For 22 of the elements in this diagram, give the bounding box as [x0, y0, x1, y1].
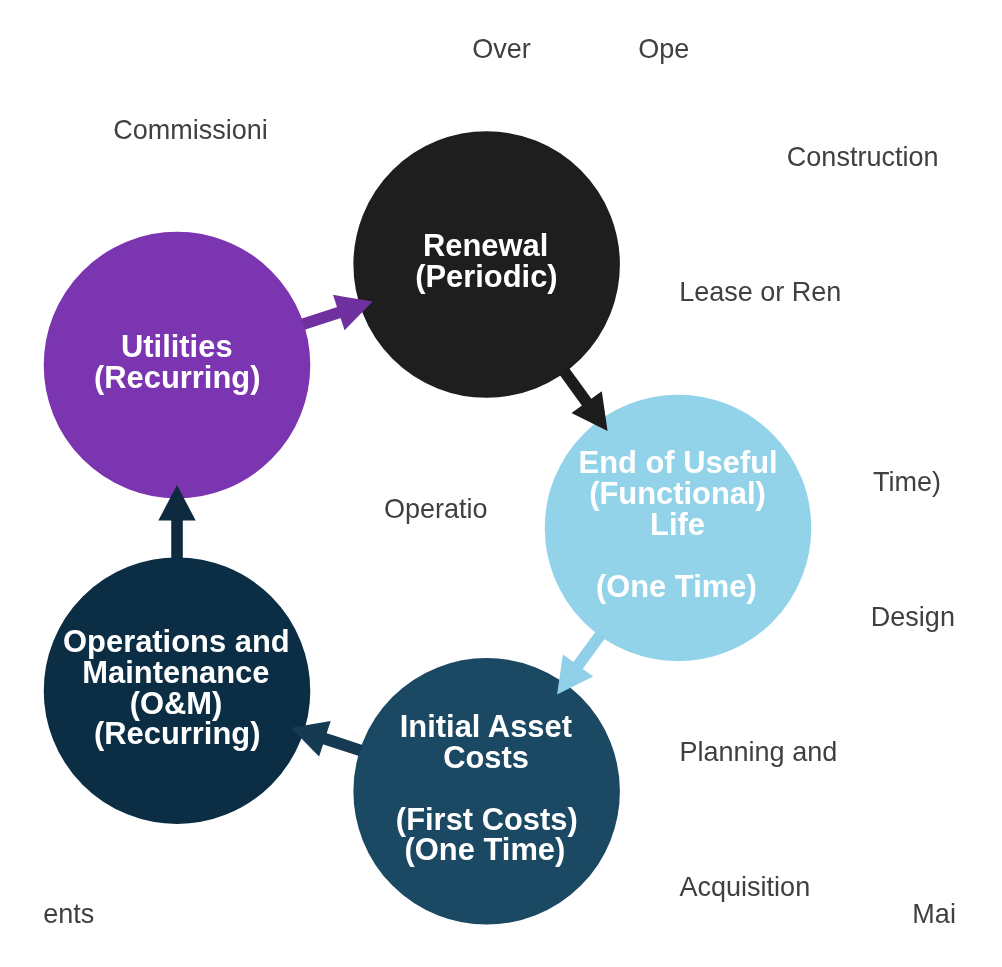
label: ents — [42, 899, 94, 930]
label: Ope — [637, 34, 689, 65]
node-circle: End of Useful (Functional) Life (One Time) — [544, 394, 811, 662]
label: Design — [870, 601, 955, 632]
label: Planning and — [679, 737, 837, 768]
label: Over — [471, 34, 531, 65]
label: Construction — [786, 142, 938, 173]
label: Mai — [911, 899, 956, 930]
arrow — [556, 631, 605, 695]
label: Operatio — [383, 493, 488, 524]
node-circle: Renewal (Periodic) — [352, 131, 620, 398]
label: Time) — [872, 466, 941, 497]
arrow — [300, 294, 373, 331]
node-circle: Initial Asset Costs (First Costs) (One Time) — [352, 658, 620, 925]
label: Acquisition — [679, 872, 810, 903]
arrow — [559, 368, 608, 431]
label: Commissioni — [112, 115, 268, 146]
node-circle: Utilities (Recurring) — [43, 231, 310, 499]
arrow — [290, 720, 362, 757]
node-circle: Operations and Maintenance (O&M) (Recurring) — [43, 557, 310, 824]
arrow — [157, 484, 196, 559]
label: Lease or Ren — [678, 277, 841, 308]
